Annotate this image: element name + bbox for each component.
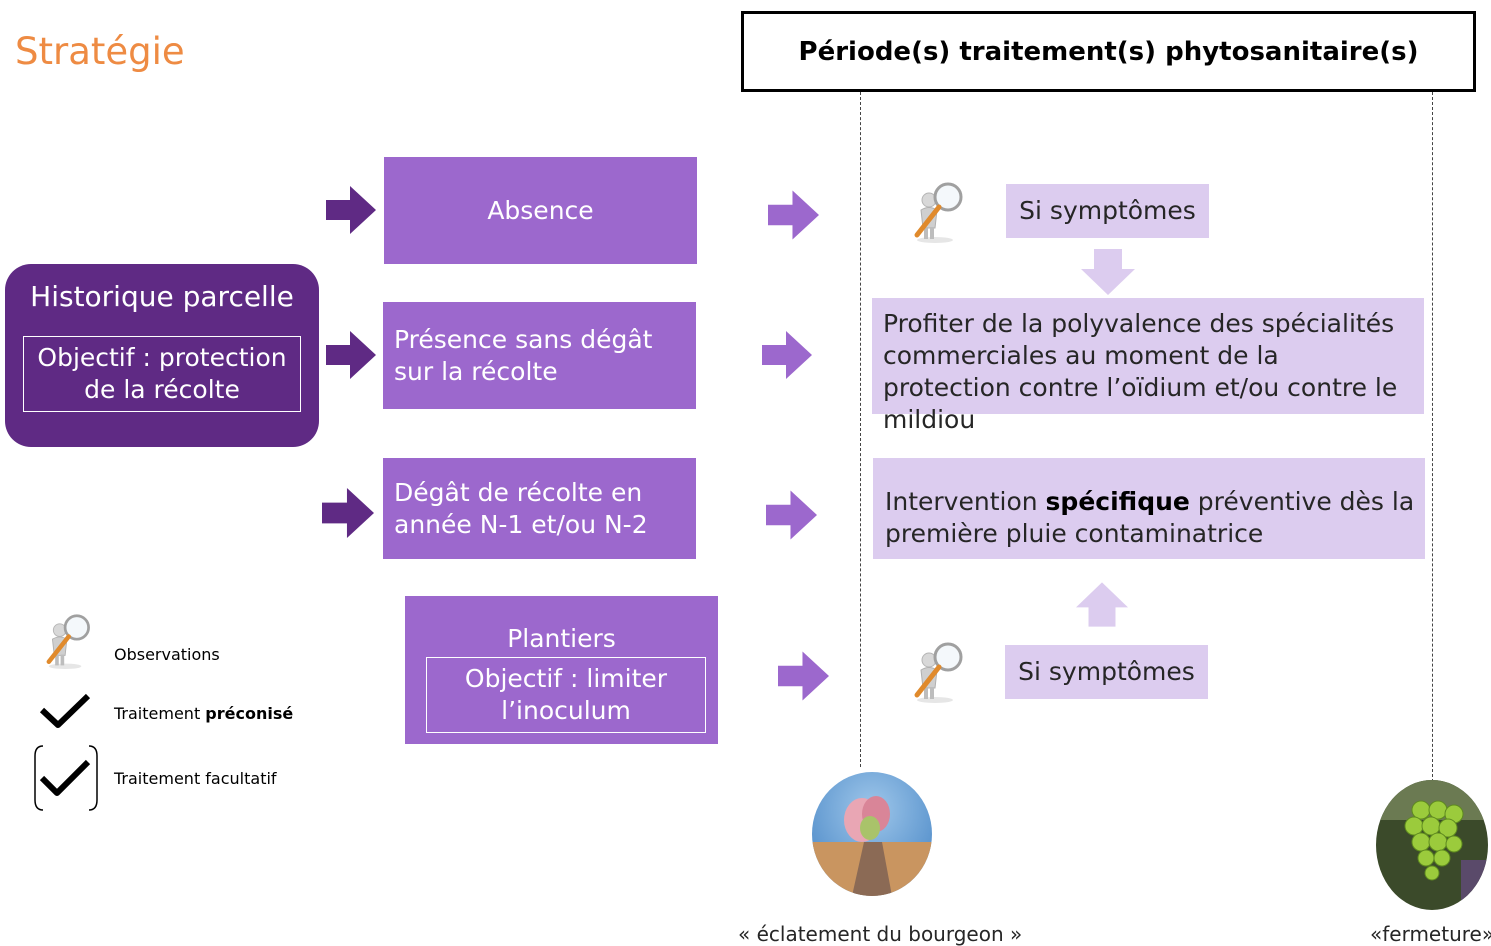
timeline-start-line bbox=[860, 92, 861, 767]
case-degat: Dégât de récolte en année N-1 et/ou N-2 bbox=[383, 458, 696, 559]
historique-objective-text: Objectif : protection de la récolte bbox=[37, 343, 287, 404]
period-header: Période(s) traitement(s) phytosanitaire(… bbox=[741, 11, 1476, 92]
historique-parcelle-box: Historique parcelle Objectif : protectio… bbox=[5, 264, 319, 447]
symptoms-bottom-label: Si symptômes bbox=[1018, 657, 1195, 686]
bracketed-check-icon bbox=[33, 744, 99, 812]
timeline-end-line bbox=[1432, 92, 1433, 782]
profiter-box: Profiter de la polyvalence des spécialit… bbox=[872, 298, 1424, 434]
legend-preconise-prefix: Traitement bbox=[114, 704, 206, 723]
symptoms-box-bottom: Si symptômes bbox=[1005, 645, 1208, 699]
case-presence-label: Présence sans dégât sur la récolte bbox=[394, 324, 653, 386]
magnifier-figure-icon bbox=[905, 640, 967, 704]
case-presence: Présence sans dégât sur la récolte bbox=[383, 302, 696, 409]
case-absence: Absence bbox=[384, 157, 697, 264]
case-degat-label: Dégât de récolte en année N-1 et/ou N-2 bbox=[394, 477, 648, 539]
legend-observations: Observations bbox=[114, 645, 220, 664]
magnifier-figure-icon bbox=[38, 612, 94, 670]
intervention-text-bold: spécifique bbox=[1045, 487, 1190, 516]
plantiers-objective: Objectif : limiter l’inoculum bbox=[426, 657, 706, 733]
arrow-right-icon bbox=[768, 190, 819, 240]
check-icon bbox=[38, 692, 92, 730]
legend-facultatif: Traitement facultatif bbox=[114, 769, 277, 788]
historique-title: Historique parcelle bbox=[30, 280, 294, 313]
legend-preconise: Traitement préconisé bbox=[114, 704, 293, 723]
stage-start-caption: « éclatement du bourgeon » bbox=[738, 922, 1023, 946]
bud-burst-photo bbox=[812, 772, 932, 896]
historique-objective: Objectif : protection de la récolte bbox=[23, 336, 301, 412]
profiter-text: Profiter de la polyvalence des spécialit… bbox=[883, 309, 1398, 434]
magnifier-figure-icon bbox=[905, 180, 967, 244]
page-title: Stratégie bbox=[15, 30, 185, 73]
arrow-right-icon bbox=[766, 490, 817, 540]
arrow-right-icon bbox=[322, 488, 374, 538]
intervention-text-after: préventive dès la première pluie contami… bbox=[885, 487, 1415, 548]
intervention-box: Intervention spécifique préventive dès l… bbox=[873, 458, 1425, 559]
intervention-text-before: Intervention bbox=[885, 487, 1046, 516]
arrow-right-icon bbox=[762, 330, 812, 380]
arrow-up-icon bbox=[1076, 582, 1128, 627]
legend-preconise-bold: préconisé bbox=[205, 704, 294, 723]
period-header-label: Période(s) traitement(s) phytosanitaire(… bbox=[798, 36, 1419, 67]
plantiers-title: Plantiers bbox=[507, 624, 616, 653]
case-absence-label: Absence bbox=[487, 195, 594, 225]
cluster-closure-photo bbox=[1376, 780, 1488, 910]
symptoms-top-label: Si symptômes bbox=[1019, 196, 1196, 225]
arrow-right-icon bbox=[326, 330, 376, 380]
plantiers-objective-text: Objectif : limiter l’inoculum bbox=[464, 664, 668, 725]
arrow-right-icon bbox=[778, 651, 829, 701]
stage-end-caption: «fermeture» bbox=[1370, 922, 1491, 946]
case-plantiers: Plantiers Objectif : limiter l’inoculum bbox=[405, 596, 718, 744]
arrow-down-icon bbox=[1081, 249, 1135, 295]
arrow-right-icon bbox=[326, 186, 376, 234]
symptoms-box-top: Si symptômes bbox=[1006, 184, 1209, 238]
